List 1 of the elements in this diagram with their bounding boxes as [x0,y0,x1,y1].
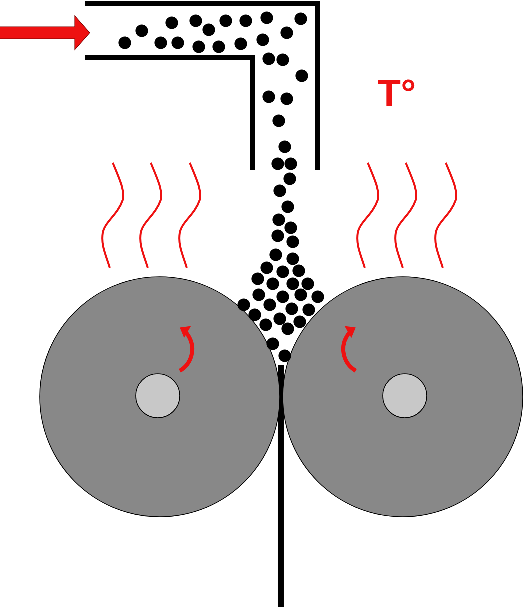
temperature-label: T° [378,80,415,106]
